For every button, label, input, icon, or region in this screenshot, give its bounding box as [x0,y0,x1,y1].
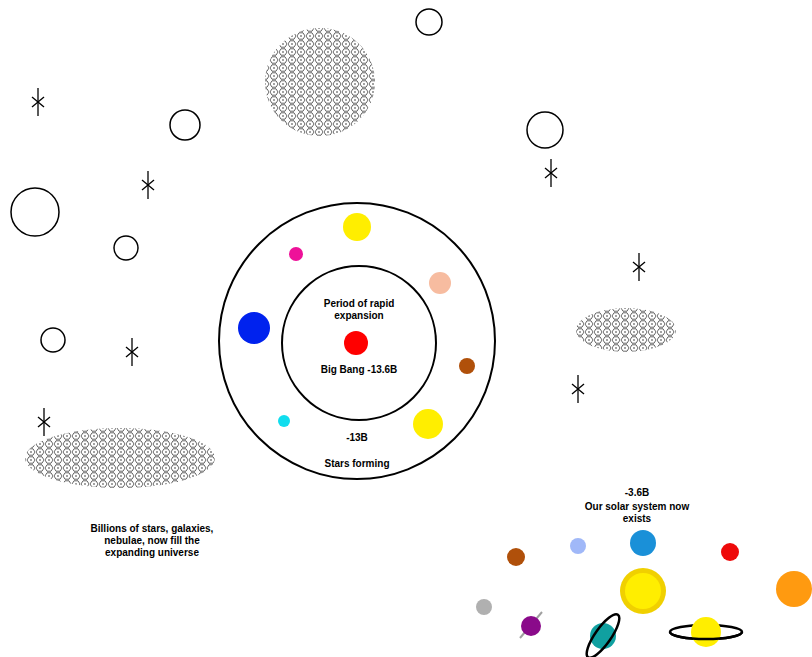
outer-ring: -13B Stars forming Period of rapid expansi… [218,202,496,480]
galaxy [265,28,375,136]
forming-stars [238,213,475,439]
node-text: Big Bang -13.6B [314,364,404,376]
hollow-stars [11,9,563,352]
galaxy [25,428,215,488]
big-bang-dot [344,331,368,355]
caption-note: Billions of stars, galaxies, nebulae, no… [82,523,222,559]
node-text: -13B [307,432,407,444]
inner-circle: Period of rapid expansionBig Bang -13.6B [281,265,437,421]
node-text: Stars forming [287,458,427,470]
galaxy [576,308,676,352]
node-text: Period of rapid expansion [307,298,411,322]
solar-system [476,530,812,657]
caption-note: Our solar system now exists [582,501,692,525]
star-symbols [32,88,645,436]
caption-note: -3.6B [597,487,677,499]
